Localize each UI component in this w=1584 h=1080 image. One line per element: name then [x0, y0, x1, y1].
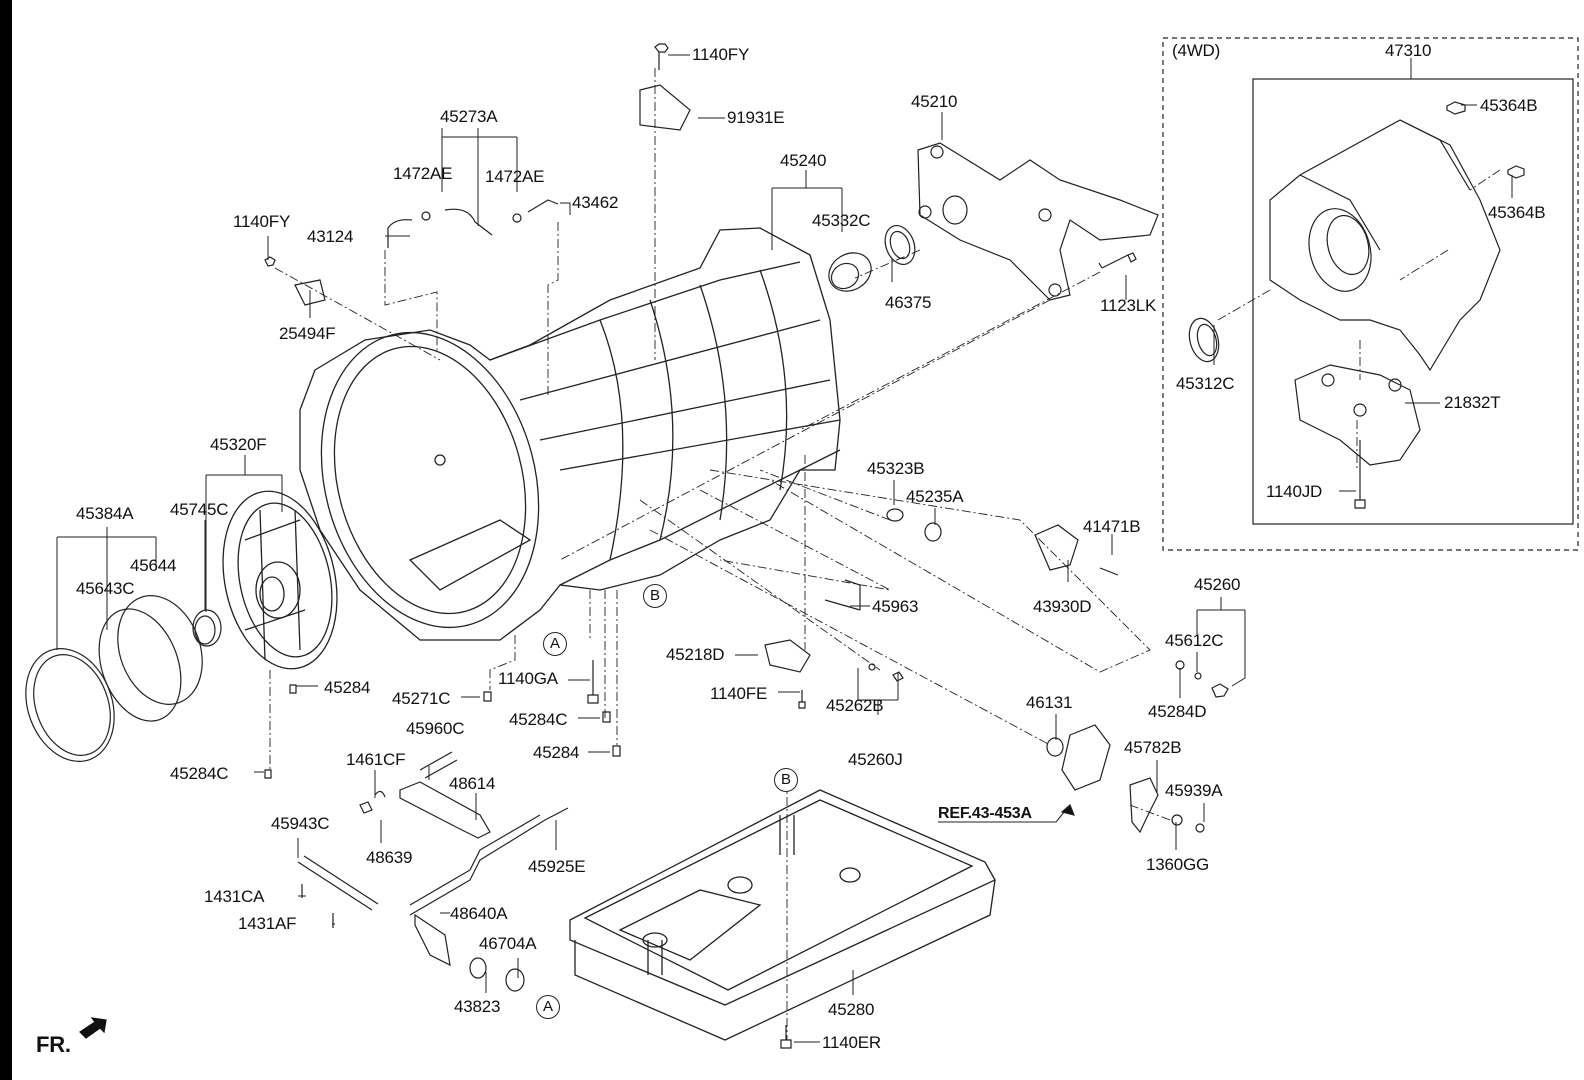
part-label-1360GG[interactable]: 1360GG: [1146, 855, 1210, 874]
part-label-45284D[interactable]: 45284D: [1148, 702, 1207, 721]
part-label-45320F[interactable]: 45320F: [210, 435, 267, 454]
part-label-1140FE[interactable]: 1140FE: [710, 684, 768, 703]
part-label-45235A[interactable]: 45235A: [906, 487, 964, 506]
extension-housing: [828, 225, 916, 292]
marker-a: A: [543, 632, 567, 656]
4wd-note: (4WD): [1172, 41, 1221, 60]
front-indicator-label: FR.: [36, 1032, 71, 1057]
part-label-91931E[interactable]: 91931E: [727, 108, 785, 127]
part-label-1140FY[interactable]: 1140FY: [233, 212, 291, 231]
part-label-45280[interactable]: 45280: [828, 1000, 875, 1019]
part-label-1140ER[interactable]: 1140ER: [822, 1033, 881, 1052]
part-label-46131[interactable]: 46131: [1026, 693, 1073, 712]
part-label-46375[interactable]: 46375: [885, 293, 932, 312]
part-label-47310[interactable]: 47310: [1385, 41, 1432, 60]
part-label-45240[interactable]: 45240: [780, 151, 827, 170]
part-label-45939A[interactable]: 45939A: [1165, 781, 1223, 800]
marker-b: B: [774, 768, 798, 792]
part-label-45644[interactable]: 45644: [130, 556, 177, 575]
part-label-1123LK[interactable]: 1123LK: [1100, 296, 1157, 315]
part-label-45745C[interactable]: 45745C: [170, 500, 229, 519]
part-label-45284[interactable]: 45284: [533, 743, 580, 762]
part-label-45384A[interactable]: 45384A: [76, 504, 134, 523]
part-label-45782B[interactable]: 45782B: [1124, 738, 1182, 757]
part-label-1431AF[interactable]: 1431AF: [238, 914, 297, 933]
part-label-45284C[interactable]: 45284C: [509, 710, 568, 729]
part-label-45612C[interactable]: 45612C: [1165, 631, 1224, 650]
part-label-43930D[interactable]: 43930D: [1033, 597, 1092, 616]
part-label-45210[interactable]: 45210: [911, 92, 958, 111]
part-label-45960C[interactable]: 45960C: [406, 719, 465, 738]
alignment-lines: [269, 68, 1501, 1040]
part-label-1472AE[interactable]: 1472AE: [485, 167, 545, 186]
part-label-45284[interactable]: 45284: [324, 678, 371, 697]
part-label-45963[interactable]: 45963: [872, 597, 919, 616]
front-direction-arrow-icon: [79, 1017, 107, 1039]
shift-linkage: [297, 579, 861, 992]
47310-kit-frame: [1252, 78, 1574, 525]
part-label-48640A[interactable]: 48640A: [450, 904, 508, 923]
part-label-43823[interactable]: 43823: [454, 997, 501, 1016]
part-label-45260J[interactable]: 45260J: [848, 750, 903, 769]
part-label-45332C[interactable]: 45332C: [812, 211, 871, 230]
ref-arrow-icon: [1060, 803, 1075, 816]
transfer-adapter: [1188, 101, 1525, 509]
seal-rings: [25, 595, 222, 762]
part-label-45260[interactable]: 45260: [1194, 575, 1241, 594]
leader-lines: [56, 54, 1513, 1043]
mount-bracket: [917, 142, 1159, 301]
part-label-45364B[interactable]: 45364B: [1488, 203, 1546, 222]
part-label-45364B[interactable]: 45364B: [1480, 96, 1538, 115]
part-label-45284C[interactable]: 45284C: [170, 764, 229, 783]
4wd-group-frame: [1162, 37, 1579, 551]
part-label-1140FY[interactable]: 1140FY: [692, 45, 750, 64]
transmission-case: [299, 227, 841, 641]
part-label-43462[interactable]: 43462: [572, 193, 619, 212]
part-label-45312C[interactable]: 45312C: [1176, 374, 1235, 393]
part-label-45925E[interactable]: 45925E: [528, 857, 586, 876]
marker-a: A: [536, 995, 560, 1019]
part-label-45271C[interactable]: 45271C: [392, 689, 451, 708]
part-label-45273A[interactable]: 45273A: [440, 107, 498, 126]
breather-hoses: [264, 43, 691, 306]
part-label-43124[interactable]: 43124: [307, 227, 354, 246]
reference-callout[interactable]: REF.43-453A: [938, 805, 1032, 822]
part-label-21832T[interactable]: 21832T: [1444, 393, 1501, 412]
marker-b: B: [643, 584, 667, 608]
part-label-46704A[interactable]: 46704A: [479, 934, 537, 953]
part-label-45218D[interactable]: 45218D: [666, 645, 725, 664]
part-label-45943C[interactable]: 45943C: [271, 814, 330, 833]
part-label-45262B[interactable]: 45262B: [826, 696, 884, 715]
left-border-bar: [0, 0, 12, 1080]
front-pump: [222, 490, 338, 670]
oil-pan: [569, 789, 996, 1041]
part-label-1140GA[interactable]: 1140GA: [498, 669, 558, 688]
part-label-1431CA[interactable]: 1431CA: [204, 887, 265, 906]
part-label-25494F[interactable]: 25494F: [279, 324, 336, 343]
part-label-45323B[interactable]: 45323B: [867, 459, 925, 478]
small-parts: [264, 508, 1229, 1049]
part-label-1461CF[interactable]: 1461CF: [346, 750, 406, 769]
part-label-1140JD[interactable]: 1140JD: [1266, 482, 1323, 501]
part-label-1472AE[interactable]: 1472AE: [393, 164, 453, 183]
part-label-45643C[interactable]: 45643C: [76, 579, 135, 598]
part-label-48639[interactable]: 48639: [366, 848, 413, 867]
part-label-41471B[interactable]: 41471B: [1083, 517, 1141, 536]
part-label-48614[interactable]: 48614: [449, 774, 496, 793]
